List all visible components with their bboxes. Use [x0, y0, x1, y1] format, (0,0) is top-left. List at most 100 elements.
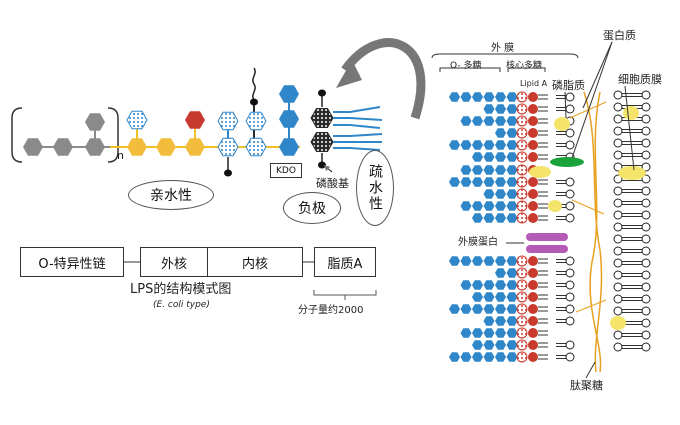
membrane-o-sugar: [483, 304, 495, 314]
membrane-lipid-a: [528, 352, 538, 362]
membrane-lipid-a: [528, 292, 538, 302]
membrane-o-sugar: [483, 316, 495, 326]
membrane-o-sugar: [495, 189, 506, 199]
protein-label: 蛋白质: [603, 29, 636, 42]
membrane-o-sugar: [506, 92, 518, 102]
phospholipid-head: [565, 201, 575, 211]
membrane-o-sugar: [495, 340, 506, 350]
membrane-o-sugar: [472, 177, 483, 187]
cell-membrane-head: [641, 318, 651, 328]
membrane-o-sugar: [483, 256, 495, 266]
membrane-lipid-a: [528, 140, 538, 150]
membrane-core-sugar: [516, 255, 528, 267]
cell-membrane-head: [613, 186, 623, 196]
membrane-lipid-a: [528, 92, 538, 102]
wavy-stem: [252, 67, 256, 101]
membrane-o-sugar: [506, 165, 518, 175]
membrane-lipid-a: [528, 104, 538, 114]
membrane-core-sugar: [516, 164, 528, 176]
cell-membrane-head: [613, 174, 623, 184]
membrane-o-sugar: [495, 177, 506, 187]
membrane-o-sugar: [483, 92, 495, 102]
cell-membrane-head: [641, 90, 651, 100]
membrane-o-sugar: [495, 268, 506, 278]
phospholipid-head: [565, 316, 575, 326]
membrane-core-sugar: [516, 327, 528, 339]
cell-membrane-head: [613, 102, 623, 112]
membrane-o-sugar: [495, 328, 506, 338]
cell-membrane-head: [641, 174, 651, 184]
hydrophobic-label: 疏水性: [356, 150, 394, 226]
membrane-lipid-a: [528, 304, 538, 314]
membrane-o-sugar: [506, 280, 518, 290]
periplasmic-protein: [554, 117, 570, 131]
core-bracket: [507, 67, 546, 72]
membrane-o-sugar: [506, 328, 518, 338]
periplasmic-protein: [529, 166, 551, 178]
yellow-sugar: [185, 138, 205, 156]
membrane-o-sugar: [460, 352, 472, 362]
cell-membrane-head: [613, 138, 623, 148]
membrane-o-sugar: [472, 116, 483, 126]
membrane-o-sugar: [495, 128, 506, 138]
dotted-sugar: [217, 137, 239, 157]
membrane-core-sugar: [516, 127, 528, 139]
yellow-sugar: [127, 138, 147, 156]
cell-membrane-head: [641, 246, 651, 256]
membrane-o-sugar: [472, 152, 483, 162]
membrane-o-sugar: [495, 280, 506, 290]
membrane-o-sugar: [495, 316, 506, 326]
membrane-core-sugar: [516, 303, 528, 315]
outer-membrane-bracket: [431, 53, 579, 59]
curved-arrow: [341, 38, 426, 120]
segment-o-chain: O-特异性链: [20, 247, 124, 277]
membrane-lipid-a: [528, 328, 538, 338]
membrane-core-sugar: [516, 351, 528, 363]
membrane-o-sugar: [506, 352, 518, 362]
kdo-label: KDO: [270, 163, 302, 178]
membrane-o-sugar: [460, 256, 472, 266]
cell-membrane-head: [641, 270, 651, 280]
membrane-lipid-a: [528, 280, 538, 290]
peptidoglycan-label: 肽聚糖: [570, 379, 603, 392]
membrane-o-sugar: [506, 177, 518, 187]
phospholipid-head: [565, 213, 575, 223]
cell-membrane-pointer: [624, 85, 635, 171]
o-polysaccharide-label: O- 多糖: [450, 61, 482, 71]
cell-membrane-label: 细胞质膜: [618, 73, 662, 86]
membrane-lipid-a: [528, 201, 538, 211]
membrane-o-sugar: [472, 292, 483, 302]
membrane-o-sugar: [483, 104, 495, 114]
phospholipid-head: [565, 352, 575, 362]
cell-membrane-protein: [618, 166, 646, 180]
membrane-core-sugar: [516, 267, 528, 279]
lipid-a-sugar: [310, 108, 334, 128]
phospholipid-head: [565, 92, 575, 102]
cell-membrane-head: [641, 150, 651, 160]
membrane-o-sugar: [460, 92, 472, 102]
fatty-acid-chain: [333, 147, 381, 151]
cell-membrane-head: [613, 150, 623, 160]
cell-membrane-head: [613, 270, 623, 280]
outer-membrane-protein-label: 外膜蛋白: [458, 237, 498, 248]
membrane-o-sugar: [483, 140, 495, 150]
membrane-o-sugar: [472, 140, 483, 150]
cell-membrane-head: [641, 306, 651, 316]
membrane-o-sugar: [472, 328, 483, 338]
membrane-o-sugar: [483, 152, 495, 162]
phospholipid-head: [565, 140, 575, 150]
lipid-a-sugar: [310, 132, 334, 152]
cell-membrane-head: [641, 114, 651, 124]
cell-membrane-head: [613, 210, 623, 220]
fatty-acid-chain: [333, 124, 381, 129]
membrane-o-sugar: [506, 292, 518, 302]
outer-membrane-diagram: [431, 41, 651, 379]
membrane-lipid-a: [528, 256, 538, 266]
cell-membrane-head: [641, 342, 651, 352]
membrane-core-sugar: [516, 188, 528, 200]
membrane-o-sugar: [495, 165, 506, 175]
membrane-core-sugar: [516, 315, 528, 327]
cell-membrane-head: [641, 186, 651, 196]
membrane-o-sugar: [506, 268, 518, 278]
curved-arrow-head: [336, 60, 362, 88]
